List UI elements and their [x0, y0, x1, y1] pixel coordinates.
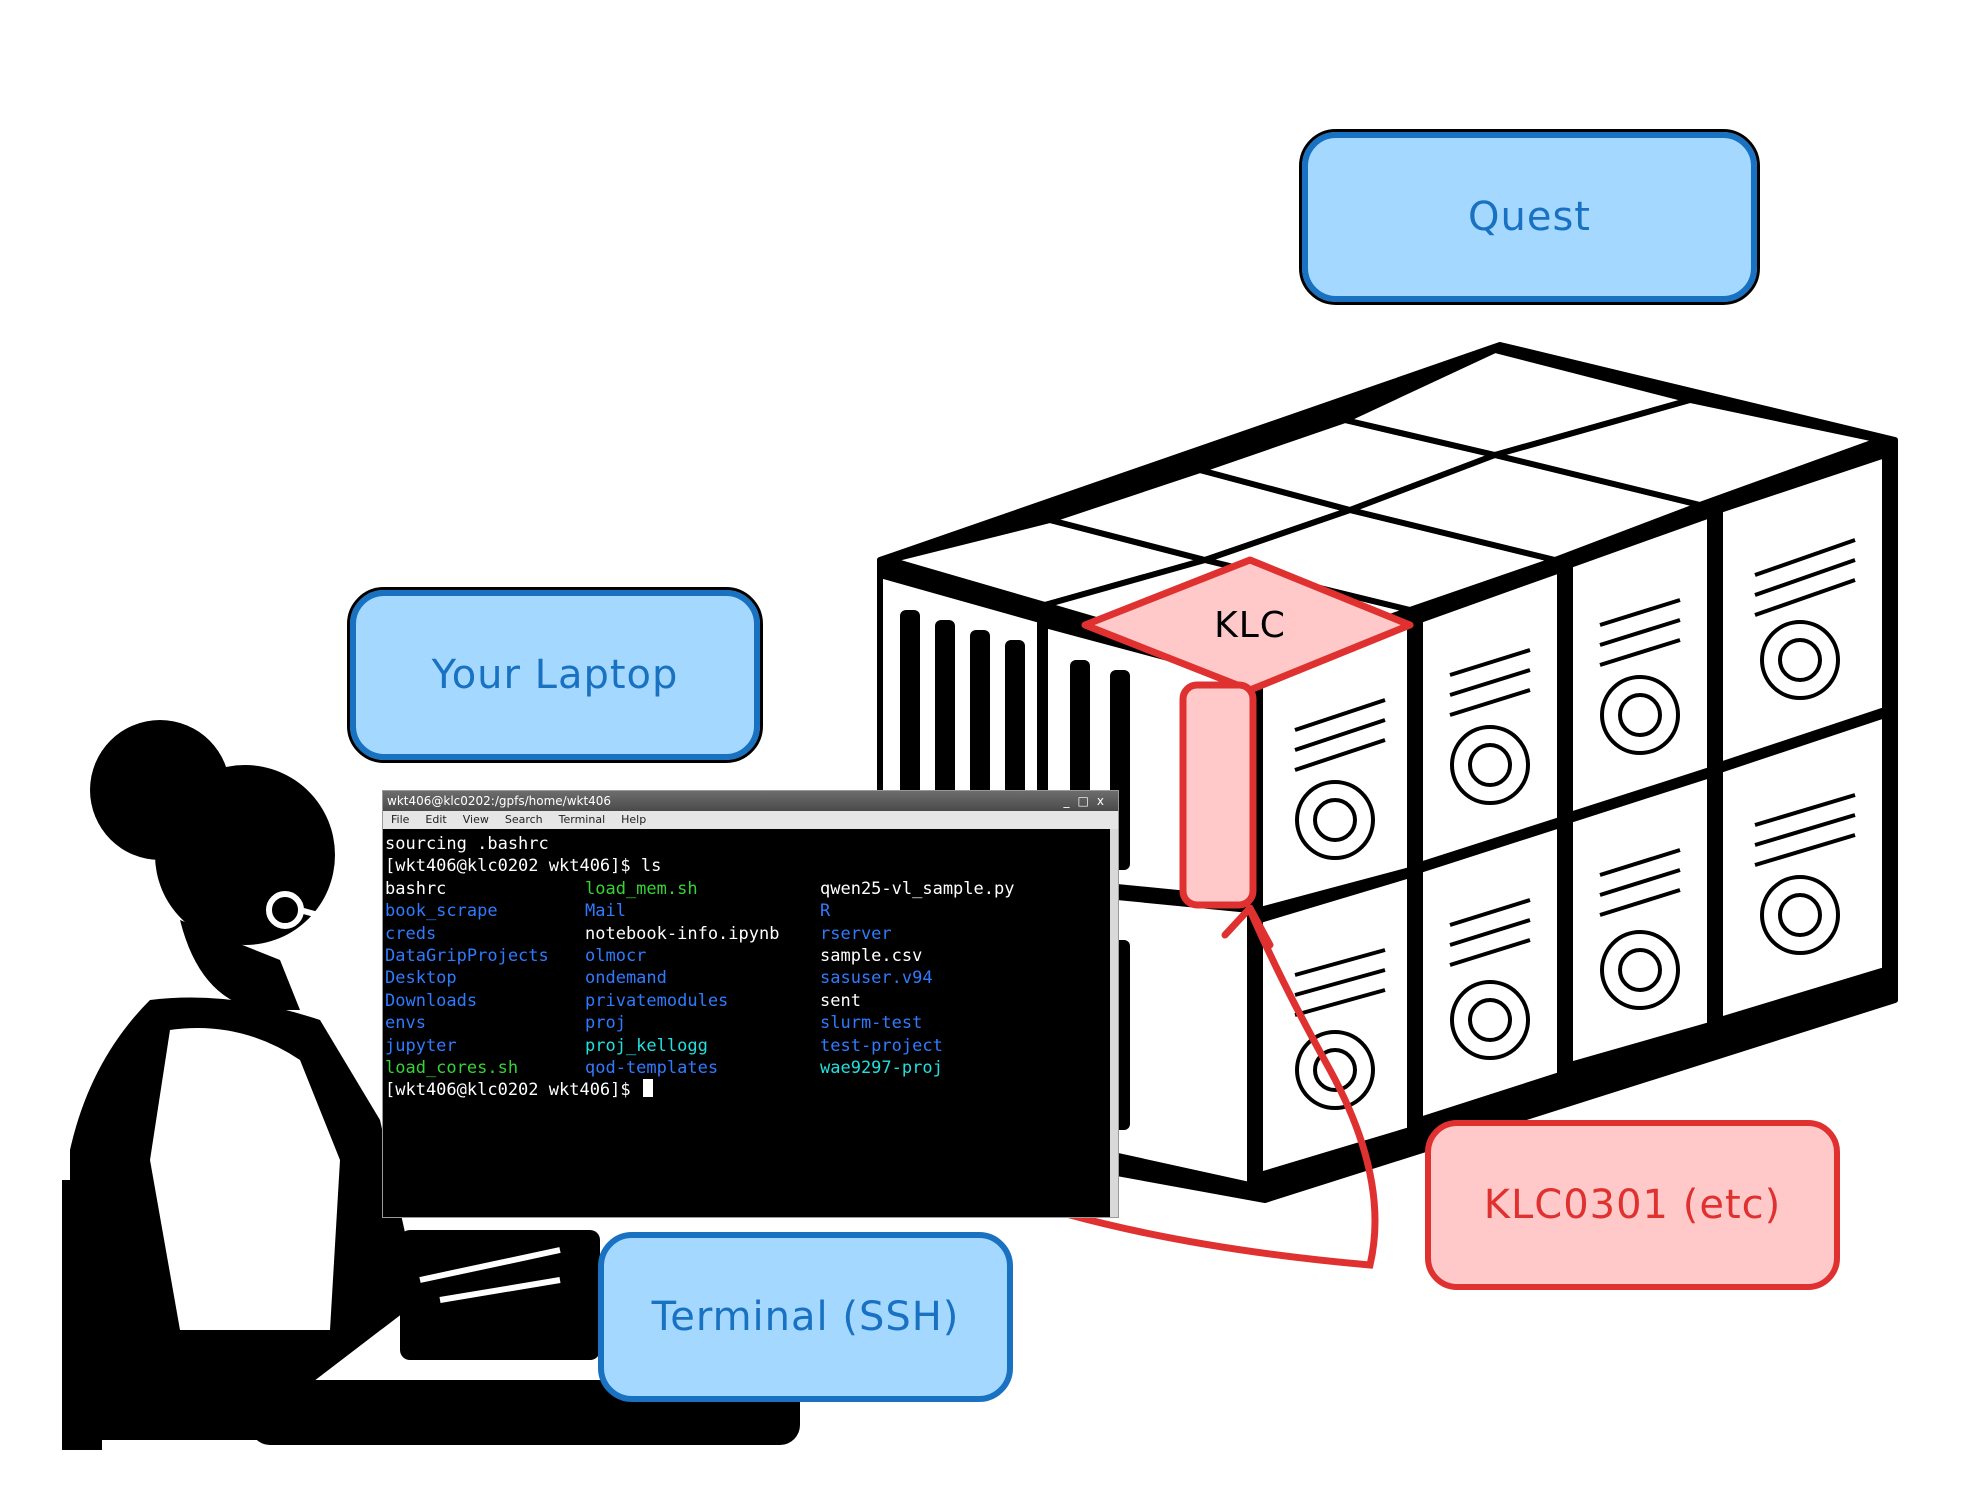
ls-entry: Mail — [585, 901, 626, 922]
terminal-menu-file[interactable]: File — [391, 813, 410, 826]
ls-entry: load_mem.sh — [585, 878, 698, 899]
ls-entry: sample.csv — [820, 945, 923, 966]
terminal-menu-search[interactable]: Search — [504, 813, 543, 826]
quest-label-box: Quest — [1299, 129, 1760, 305]
ls-entry: DataGripProjects — [385, 945, 549, 966]
your-laptop-label-box: Your Laptop — [347, 587, 763, 763]
ls-entry: olmocr — [585, 945, 647, 966]
ls-entry: privatemodules — [585, 990, 729, 1011]
ls-row: envs proj slurm-test — [385, 1012, 1118, 1034]
terminal-menu-help[interactable]: Help — [621, 813, 647, 826]
ls-entry: R — [820, 901, 831, 922]
terminal-scrollbar[interactable] — [1110, 829, 1118, 1217]
terminal-line: sourcing .bashrc — [385, 834, 549, 854]
ls-entry: Desktop — [385, 968, 457, 989]
ls-entry: jupyter — [385, 1035, 457, 1056]
ls-entry: sasuser.v94 — [820, 968, 933, 989]
terminal-prompt[interactable]: [wkt406@klc0202 wkt406]$ — [385, 1079, 1118, 1101]
ls-entry: test-project — [820, 1035, 943, 1056]
ls-row: DataGripProjects olmocr sample.csv — [385, 945, 1118, 967]
ls-entry: load_cores.sh — [385, 1057, 519, 1078]
ls-entry: qod-templates — [585, 1057, 719, 1078]
ls-entry: notebook-info.ipynb — [585, 923, 780, 944]
prompt-text: [wkt406@klc0202 wkt406]$ — [385, 1080, 641, 1101]
ls-entry: creds — [385, 923, 437, 944]
ls-row: book_scrape Mail R — [385, 900, 1118, 922]
terminal-menu-terminal[interactable]: Terminal — [558, 813, 606, 826]
ls-entry: book_scrape — [385, 901, 498, 922]
terminal-window[interactable]: wkt406@klc0202:/gpfs/home/wkt406 _□x Fil… — [382, 790, 1119, 1218]
terminal-menu-view[interactable]: View — [462, 813, 489, 826]
ls-entry: proj_kellogg — [585, 1035, 708, 1056]
terminal-menu-bar: File Edit View Search Terminal Help — [383, 811, 1118, 829]
ls-row: Desktop ondemand sasuser.v94 — [385, 967, 1118, 989]
terminal-title: wkt406@klc0202:/gpfs/home/wkt406 — [387, 794, 612, 808]
window-controls[interactable]: _□x — [1063, 794, 1112, 808]
ls-entry: bashrc — [385, 878, 447, 899]
ls-entry: slurm-test — [820, 1013, 923, 1034]
ls-entry: proj — [585, 1013, 626, 1034]
ls-entry: wae9297-proj — [820, 1057, 943, 1078]
terminal-line: [wkt406@klc0202 wkt406]$ ls — [385, 856, 662, 877]
terminal-ssh-label-box: Terminal (SSH) — [598, 1232, 1013, 1402]
ls-entry: sent — [820, 990, 861, 1011]
ls-row: load_cores.sh qod-templates wae9297-proj — [385, 1057, 1118, 1079]
ls-entry: envs — [385, 1013, 426, 1034]
ls-row: Downloads privatemodules sent — [385, 990, 1118, 1012]
ls-row: jupyter proj_kellogg test-project — [385, 1035, 1118, 1057]
klc-label: KLC — [1214, 604, 1286, 646]
ls-entry: ondemand — [585, 968, 667, 989]
ls-entry: rserver — [820, 923, 892, 944]
ls-entry: Downloads — [385, 990, 478, 1011]
terminal-cursor — [642, 1079, 653, 1098]
ls-row: bashrc load_mem.sh qwen25-vl_sample.py — [385, 878, 1118, 900]
ls-row: creds notebook-info.ipynb rserver — [385, 923, 1118, 945]
terminal-menu-edit[interactable]: Edit — [425, 813, 447, 826]
terminal-output[interactable]: sourcing .bashrc[wkt406@klc0202 wkt406]$… — [383, 829, 1118, 1102]
ls-entry: qwen25-vl_sample.py — [820, 878, 1015, 899]
klc0301-label-box: KLC0301 (etc) — [1425, 1120, 1840, 1290]
terminal-title-bar[interactable]: wkt406@klc0202:/gpfs/home/wkt406 _□x — [383, 791, 1118, 811]
